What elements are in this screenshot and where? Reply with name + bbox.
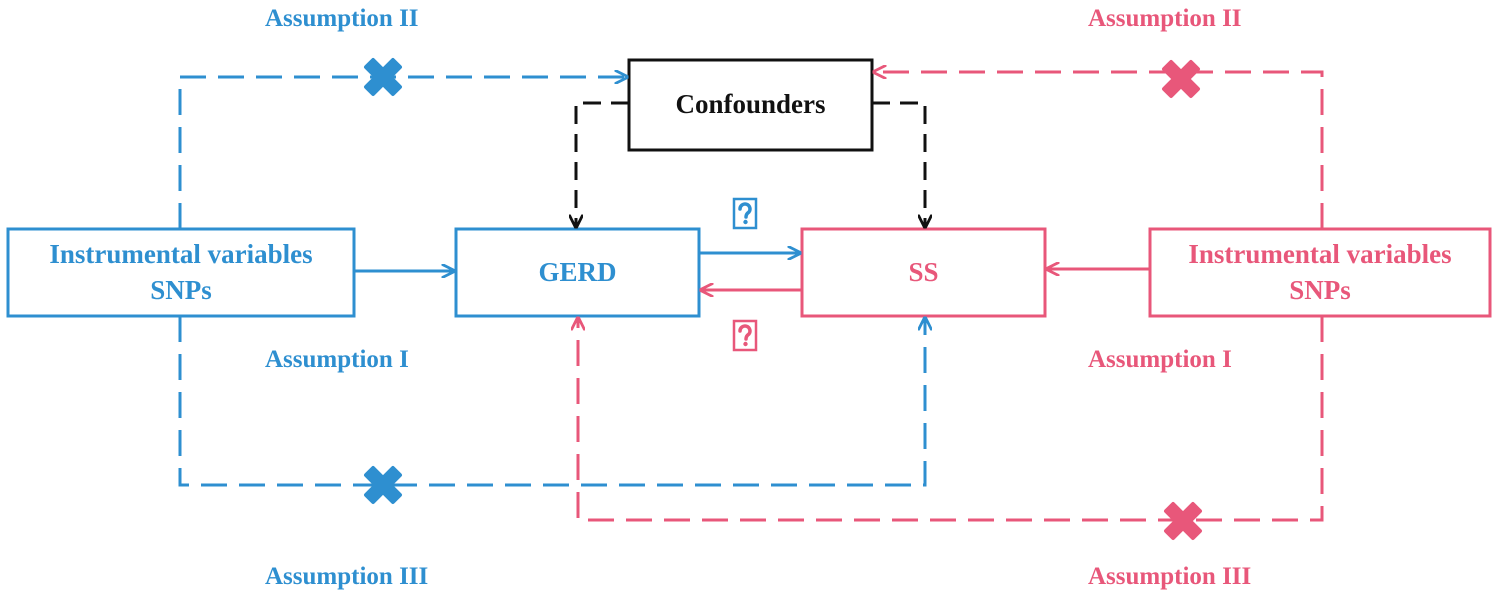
blue-assumption-ii-label: Assumption II xyxy=(265,5,419,32)
right-iv-line2: SNPs xyxy=(1289,274,1351,305)
cross-icon xyxy=(364,58,402,96)
pink-assumption-iii-path xyxy=(578,316,1324,522)
confounders-box xyxy=(627,58,874,152)
left-iv-label: Instrumental variables SNPs xyxy=(8,229,354,316)
blue-assumption-iii-path xyxy=(178,316,925,487)
question-mark-icon xyxy=(732,319,758,352)
right-iv-box xyxy=(1148,227,1492,318)
ss-label: SS xyxy=(802,229,1045,316)
ss-box xyxy=(800,227,1047,318)
pink-assumption-iii-label: Assumption III xyxy=(1088,563,1252,590)
pink-assumption-ii-path xyxy=(874,72,1324,229)
left-iv-box xyxy=(6,227,356,318)
left-iv-line1: Instrumental variables xyxy=(49,239,313,270)
cross-icon xyxy=(1164,502,1202,540)
right-iv-line1: Instrumental variables xyxy=(1188,239,1452,270)
cross-icon xyxy=(1162,60,1200,98)
pink-assumption-i-label: Assumption I xyxy=(1088,346,1232,373)
question-mark-icon xyxy=(732,197,758,230)
confounders-text: Confounders xyxy=(675,89,826,120)
confounders-to-gerd-arrow xyxy=(576,101,629,227)
gerd-box xyxy=(454,227,701,318)
blue-assumption-iii-label: Assumption III xyxy=(265,563,429,590)
cross-icon xyxy=(364,466,402,504)
right-iv-label: Instrumental variables SNPs xyxy=(1150,229,1490,316)
blue-assumption-ii-path xyxy=(178,77,627,229)
confounders-to-ss-arrow xyxy=(872,101,925,227)
blue-assumption-i-label: Assumption I xyxy=(265,346,409,373)
confounders-label: Confounders xyxy=(629,60,872,150)
left-iv-line2: SNPs xyxy=(150,274,212,305)
gerd-label: GERD xyxy=(456,229,699,316)
ss-text: SS xyxy=(908,256,939,287)
gerd-text: GERD xyxy=(538,256,617,287)
pink-assumption-ii-label: Assumption II xyxy=(1088,5,1242,32)
